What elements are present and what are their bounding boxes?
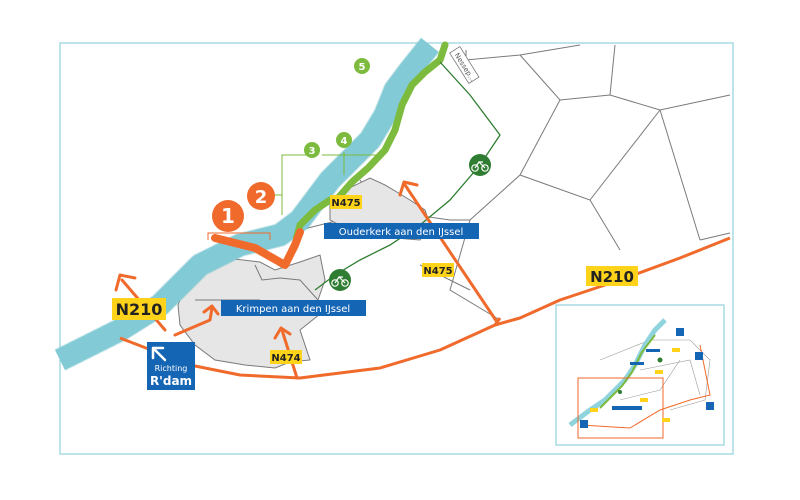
svg-text:1: 1: [221, 204, 235, 228]
orange-arrows: [114, 180, 499, 380]
marker-2: 2: [247, 182, 275, 210]
svg-text:Ouderkerk aan den IJssel: Ouderkerk aan den IJssel: [339, 227, 464, 238]
river: [55, 38, 439, 370]
svg-text:Krimpen aan den IJssel: Krimpen aan den IJssel: [236, 304, 350, 315]
svg-text:2: 2: [255, 187, 268, 208]
bicycle-icon: [469, 154, 491, 176]
svg-text:N474: N474: [271, 353, 300, 364]
marker-4: 4: [336, 132, 352, 148]
marker-3: 3: [304, 142, 320, 158]
svg-text:N210: N210: [116, 300, 163, 319]
marker-5: 5: [354, 58, 370, 74]
direction-sign: Richting R'dam: [147, 342, 195, 390]
road-badge-n210-main: N210: [586, 266, 638, 286]
svg-text:3: 3: [309, 146, 316, 157]
place-label-ouderkerk: Ouderkerk aan den IJssel: [324, 223, 479, 239]
road-badge-n210-left: N210: [112, 298, 166, 320]
marker-1: 1: [212, 200, 244, 232]
svg-text:N475: N475: [423, 266, 452, 277]
svg-text:Richting: Richting: [155, 364, 188, 373]
svg-text:5: 5: [359, 62, 366, 73]
place-label-krimpen: Krimpen aan den IJssel: [221, 300, 366, 316]
road-badge-n475-top: N475: [330, 195, 362, 209]
bike-path: [314, 61, 501, 291]
road-badge-n474: N474: [270, 350, 302, 364]
inset-map: [555, 304, 725, 446]
svg-text:R'dam: R'dam: [150, 374, 192, 388]
svg-text:N210: N210: [590, 268, 634, 286]
arrow-up-left-icon: [151, 346, 167, 362]
road-badge-n475-mid: N475: [422, 263, 454, 277]
green-route: [334, 41, 449, 202]
svg-text:4: 4: [341, 136, 348, 147]
orange-route: [211, 228, 304, 269]
bicycle-icon: [329, 269, 351, 291]
svg-text:N475: N475: [331, 198, 360, 209]
